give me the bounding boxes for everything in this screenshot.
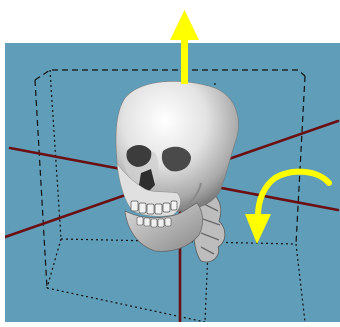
viewport-canvas[interactable]: [5, 43, 340, 322]
skull-model[interactable]: [116, 81, 238, 262]
3d-viewport[interactable]: [5, 43, 340, 322]
